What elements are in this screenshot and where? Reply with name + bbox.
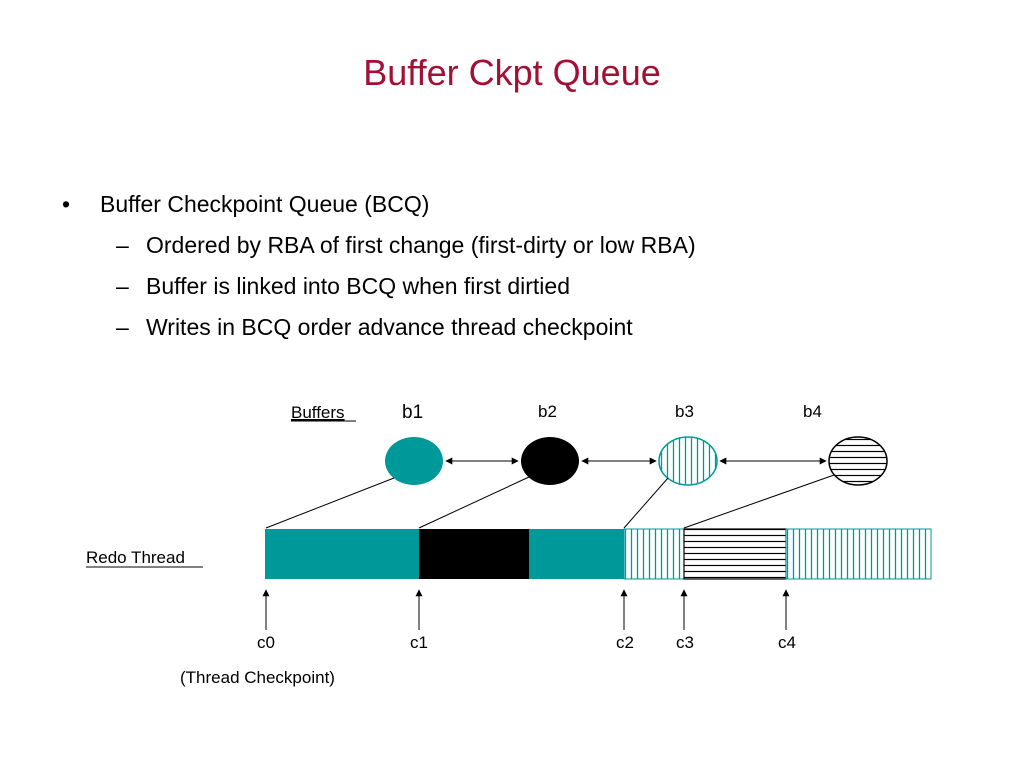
checkpoint-label-c4: c4 xyxy=(778,633,796,652)
thread-checkpoint-label: (Thread Checkpoint) xyxy=(180,668,335,687)
bullet-item: • Buffer Checkpoint Queue (BCQ) xyxy=(62,184,962,225)
connector-b3 xyxy=(623,477,669,529)
buffer-b3 xyxy=(658,436,718,486)
buffer-label-b2: b2 xyxy=(538,402,557,421)
connector-b4 xyxy=(683,474,835,529)
slide-title: Buffer Ckpt Queue xyxy=(363,52,661,93)
buffer-b1 xyxy=(385,437,443,485)
sub-bullet-text: Buffer is linked into BCQ when first dir… xyxy=(146,273,570,299)
connector-b2 xyxy=(418,476,530,529)
redo-segment-3 xyxy=(529,529,624,579)
sub-bullet-item: – Buffer is linked into BCQ when first d… xyxy=(62,266,962,307)
buffer-b2 xyxy=(521,437,579,485)
bullet-text: Buffer Checkpoint Queue (BCQ) xyxy=(100,191,430,217)
buffer-b4 xyxy=(828,436,888,486)
sub-bullet-marker: – xyxy=(116,273,129,299)
redo-segment-6 xyxy=(785,528,932,580)
bullet-marker: • xyxy=(62,191,71,217)
buffer-label-b1: b1 xyxy=(402,402,423,423)
sub-bullet-text: Ordered by RBA of first change (first-di… xyxy=(146,232,696,258)
sub-bullet-item: – Writes in BCQ order advance thread che… xyxy=(62,307,962,348)
sub-bullet-text: Writes in BCQ order advance thread check… xyxy=(146,314,633,340)
redo-segment-1 xyxy=(265,529,419,579)
redo-segment-2 xyxy=(419,529,529,579)
redo-thread-label: Redo Thread xyxy=(86,548,185,567)
sub-bullet-marker: – xyxy=(116,232,129,258)
checkpoint-label-c0: c0 xyxy=(257,633,275,652)
bullet-list: • Buffer Checkpoint Queue (BCQ) – Ordere… xyxy=(62,184,962,348)
checkpoint-label-c3: c3 xyxy=(676,633,694,652)
sub-bullet-item: – Ordered by RBA of first change (first-… xyxy=(62,225,962,266)
checkpoint-label-c1: c1 xyxy=(410,633,428,652)
redo-segment-4 xyxy=(623,528,685,580)
buffers-label: Buffers xyxy=(291,403,345,422)
sub-bullet-marker: – xyxy=(116,314,129,340)
buffer-label-b3: b3 xyxy=(675,402,694,421)
checkpoint-label-c2: c2 xyxy=(616,633,634,652)
redo-segment-5 xyxy=(683,528,787,580)
connector-b1 xyxy=(265,477,395,529)
buffer-label-b4: b4 xyxy=(803,402,822,421)
